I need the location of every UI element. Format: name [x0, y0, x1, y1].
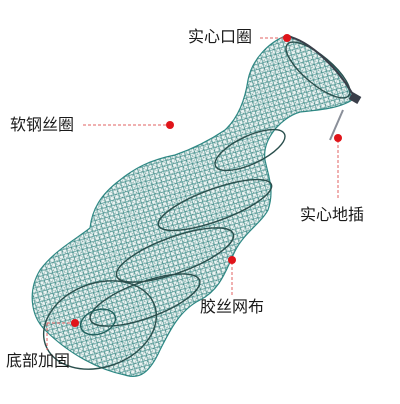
label-base-reinforce: 底部加固 [6, 351, 71, 370]
top-ring [285, 41, 351, 99]
callout-dot-base [71, 319, 79, 327]
ring-2 [214, 128, 286, 172]
callouts [46, 34, 342, 350]
callout-dot-ring [283, 34, 291, 42]
ring-5 [89, 273, 201, 327]
base-reinforce-patch [79, 308, 117, 336]
callout-dot-stake [334, 134, 342, 142]
base-ring [42, 280, 158, 370]
label-steel-wire: 软钢丝圈 [10, 115, 75, 134]
callout-dot-wire [166, 121, 174, 129]
label-rubber-mesh: 胶丝网布 [200, 297, 265, 316]
label-solid-ring: 实心口圈 [188, 27, 253, 46]
solid-mouth-ring [285, 35, 357, 101]
ground-stake-rod [329, 109, 344, 141]
net-body [31, 34, 353, 377]
wire-rings [42, 41, 351, 370]
ring-4 [115, 227, 235, 283]
ring-3 [157, 178, 273, 232]
ring-clamp [348, 92, 362, 104]
top-fittings [285, 35, 362, 141]
callout-dot-net [228, 256, 236, 264]
label-ground-stake: 实心地插 [300, 205, 365, 224]
